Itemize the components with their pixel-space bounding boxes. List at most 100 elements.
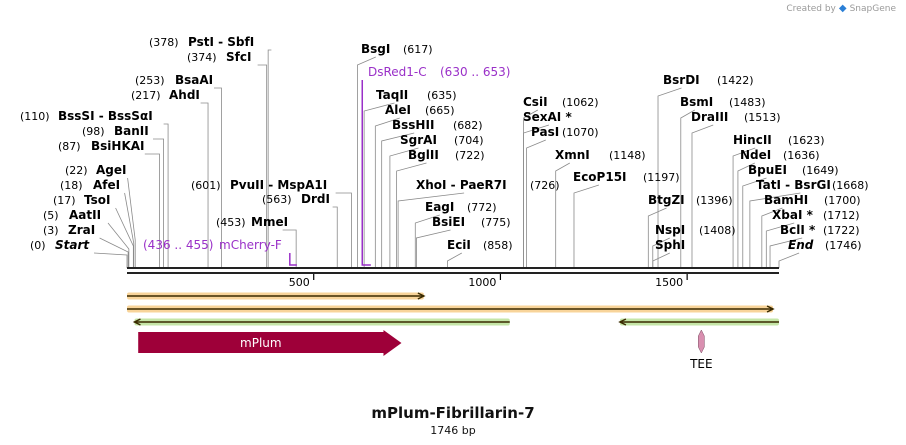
orf-arrowhead-2 (766, 305, 775, 313)
primer-mark-mcherry-f (289, 253, 297, 266)
leader-line-pasi (526, 139, 546, 268)
site-position-bsshii: (682) (453, 119, 483, 132)
site-label-zrai: ZraI (68, 223, 95, 237)
orf-arrowhead-1 (417, 292, 426, 300)
leader-line-mmei (282, 229, 297, 268)
site-label-sphi: SphI (655, 238, 685, 252)
site-label-ecop15i: EcoP15I (573, 170, 627, 184)
site-label-taqii: TaqII (376, 88, 408, 102)
site-label-bsssi-bsss-i: BssSI - BssSαI (58, 109, 153, 123)
leader-line-bsiei (416, 229, 451, 268)
site-label-nspi: NspI (655, 223, 685, 237)
site-label-bsihkai: BsiHKAI (91, 139, 145, 153)
leader-line-drdi (332, 206, 338, 268)
leader-line-sphi (652, 252, 670, 268)
site-position-bsiei: (775) (481, 216, 511, 229)
leader-line-ndei (737, 162, 755, 268)
site-position-bsrdi: (1422) (717, 74, 754, 87)
leader-line-bglii (396, 162, 427, 268)
leader-line-bsgi (357, 56, 376, 268)
site-position-ecii: (858) (483, 239, 513, 252)
ruler-label-1000: 1000 (468, 276, 496, 289)
site-label-bpuei: BpuEI (748, 163, 787, 177)
leader-line-bsssi-bsss-i (163, 123, 169, 268)
site-position-csii: (1062) (562, 96, 599, 109)
leader-line-agei (127, 177, 136, 268)
site-label-draiii: DraIII (691, 110, 728, 124)
site-label-drdi: DrdI (301, 192, 330, 206)
leader-line-taqii (363, 102, 395, 268)
site-label-alei: AleI (385, 103, 411, 117)
leader-line-pvuii-mspa1i (335, 192, 352, 268)
leader-line-tati-bsrgi (749, 192, 801, 268)
leader-line-psti-sbfi (267, 49, 272, 268)
snapgene-credit: Created by ◆ SnapGene (786, 3, 896, 14)
leader-line-sexai (523, 124, 550, 268)
site-label-sexai: SexAI * (523, 110, 572, 124)
site-position-start: (0) (30, 239, 46, 252)
ruler-label-1500: 1500 (655, 276, 683, 289)
leader-line-bcli (769, 237, 803, 268)
site-position-afei: (18) (60, 179, 83, 192)
site-position-bamhi: (1700) (824, 194, 861, 207)
site-label-agei: AgeI (96, 163, 126, 177)
site-label-xbai: XbaI * (772, 208, 814, 222)
site-position-mmei: (453) (216, 216, 246, 229)
leader-line-bsrdi (657, 87, 682, 268)
site-position-bpuei: (1649) (802, 164, 839, 177)
site-label-bsiei: BsiEI (432, 215, 465, 229)
leader-line-sfci (257, 64, 268, 268)
site-position-agei: (22) (65, 164, 88, 177)
primer-range-mcherry-f: (436 .. 455) (143, 238, 213, 252)
site-label-psti-sbfi: PstI - SbfI (188, 35, 254, 49)
feature-mplum (138, 330, 402, 356)
credit-brand: SnapGene (849, 3, 896, 14)
site-position-draiii: (1513) (744, 111, 781, 124)
site-position-sfci: (374) (187, 51, 217, 64)
site-position-tati-bsrgi: (1668) (832, 179, 869, 192)
site-position-drdi: (563) (262, 193, 292, 206)
site-label-end: End (788, 238, 814, 252)
leader-line-bsihkai (144, 153, 160, 268)
site-label-xhoi-paer7i: XhoI - PaeR7I (416, 178, 507, 192)
site-position-bsmi: (1483) (729, 96, 766, 109)
site-label-bsshii: BssHII (392, 118, 434, 132)
site-position-taqii: (635) (427, 89, 457, 102)
leader-line-btgzi (647, 207, 667, 268)
leader-line-bsaai (214, 87, 222, 268)
site-label-btgzi: BtgZI (648, 193, 685, 207)
site-label-bsrdi: BsrDI (663, 73, 700, 87)
site-label-bglii: BglII (408, 148, 439, 162)
site-label-aatii: AatII (69, 208, 101, 222)
site-label-mmei: MmeI (251, 215, 288, 229)
site-position-aatii: (5) (43, 209, 59, 222)
leader-line-eagi (414, 214, 440, 268)
site-label-xmni: XmnI (555, 148, 590, 162)
site-label-bsmi: BsmI (680, 95, 713, 109)
leader-line-aatii (107, 222, 130, 268)
leader-line-hincii (732, 147, 756, 268)
site-label-banii: BanII (114, 124, 149, 138)
site-position-pvuii-mspa1i: (601) (191, 179, 221, 192)
map-title: mPlum-Fibrillarin-7 (371, 404, 535, 422)
primer-label-dsred1-c: DsRed1-C (368, 65, 427, 79)
site-label-bsgi: BsgI (361, 42, 390, 56)
site-position-end: (1746) (825, 239, 862, 252)
site-position-hincii: (1623) (788, 134, 825, 147)
site-label-ndei: NdeI (740, 148, 771, 162)
leader-line-alei (374, 117, 400, 268)
site-position-bsssi-bsss-i: (110) (20, 110, 50, 123)
site-position-ecop15i: (1197) (643, 171, 680, 184)
credit-prefix: Created by (786, 3, 836, 14)
feature-label-tee: TEE (689, 357, 713, 371)
leader-line-xmni (555, 162, 570, 268)
site-position-zrai: (3) (43, 224, 59, 237)
site-position-ahdi: (217) (131, 89, 161, 102)
sequence-length-label: 1746 bp (430, 424, 476, 437)
site-position-psti-sbfi: (378) (149, 36, 179, 49)
leader-line-xbai (765, 222, 795, 268)
site-position-bsaai: (253) (135, 74, 165, 87)
primer-mark-dsred1-c (361, 80, 371, 266)
leader-line-bsshii (381, 132, 415, 268)
